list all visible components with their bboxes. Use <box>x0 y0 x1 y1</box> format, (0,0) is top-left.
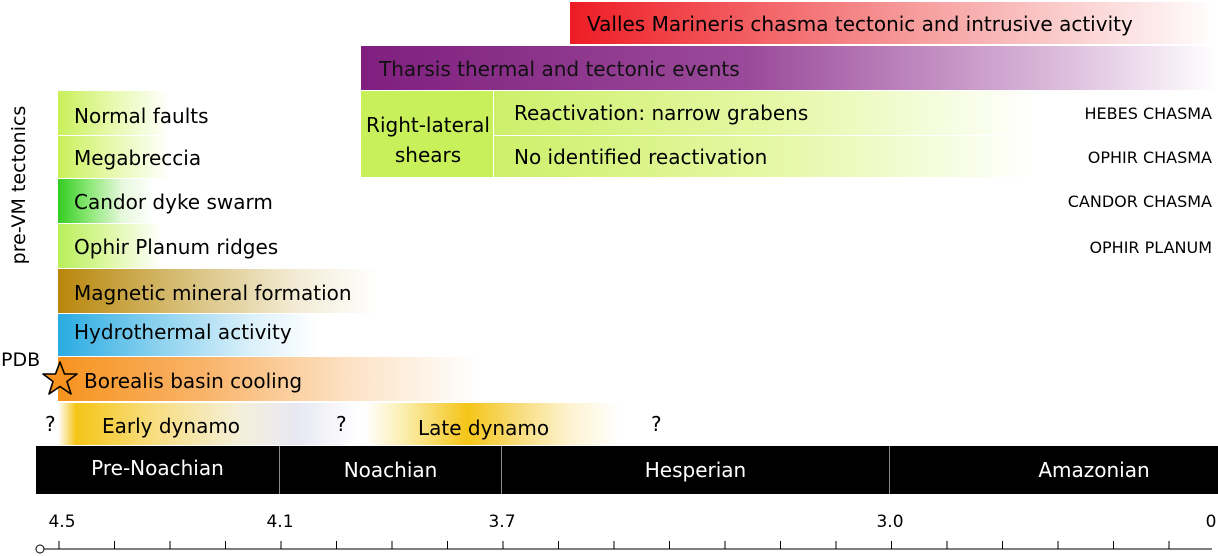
era-separator-1 <box>279 446 280 494</box>
megabreccia-label: Megabreccia <box>74 146 202 170</box>
ophir-ridges-label: Ophir Planum ridges <box>74 235 279 259</box>
tick-label-0: 0 <box>1205 512 1217 532</box>
era-amazonian: Amazonian <box>890 446 1218 494</box>
shears-label: Right-lateral shears <box>366 113 490 167</box>
tick-label-4-1: 4.1 <box>266 512 294 532</box>
shears-block <box>361 91 493 177</box>
early-dynamo-bar <box>58 403 358 445</box>
pre-vm-tectonics-label: pre-VM tectonics <box>8 105 30 265</box>
valles-marineris-label: Valles Marineris chasma tectonic and int… <box>587 12 1133 36</box>
era-hesperian: Hesperian <box>502 446 889 494</box>
axis-ticks <box>58 541 1170 549</box>
late-dynamo-label: Late dynamo <box>418 416 550 440</box>
era-amazonian-label: Amazonian <box>1038 458 1150 482</box>
dynamo-question-2: ? <box>336 412 347 436</box>
reactivation-bar <box>494 91 1218 135</box>
megabreccia-bar <box>58 136 218 178</box>
era-noachian: Noachian <box>280 446 501 494</box>
ophir-chasma-label: OPHIR CHASMA <box>1087 148 1212 167</box>
tharsis-label: Tharsis thermal and tectonic events <box>379 57 740 81</box>
era-separator-3 <box>889 446 890 494</box>
late-dynamo-bar <box>365 403 620 445</box>
era-noachian-label: Noachian <box>343 458 438 482</box>
no-reactivation-label: No identified reactivation <box>514 145 768 169</box>
dynamo-question-1: ? <box>45 412 56 436</box>
borealis-bar <box>58 357 478 401</box>
magnetic-bar <box>58 269 378 313</box>
era-pre-noachian: Pre-Noachian <box>36 446 279 494</box>
candor-dyke-label: Candor dyke swarm <box>74 190 273 214</box>
time-axis <box>35 541 1212 554</box>
ophir-planum-label: OPHIR PLANUM <box>1089 238 1212 257</box>
early-dynamo-label: Early dynamo <box>102 414 241 438</box>
valles-marineris-bar <box>570 2 1218 44</box>
hydrothermal-bar <box>58 314 318 356</box>
borealis-label: Borealis basin cooling <box>84 369 303 393</box>
candor-dyke-bar <box>58 179 218 223</box>
tharsis-bar <box>361 46 1218 90</box>
era-pre-noachian-label: Pre-Noachian <box>91 456 224 480</box>
candor-chasma-label: CANDOR CHASMA <box>1067 192 1212 211</box>
tick-label-3-7: 3.7 <box>488 512 516 532</box>
dynamo-question-3: ? <box>651 412 662 436</box>
hebes-chasma-label: HEBES CHASMA <box>1084 104 1212 123</box>
normal-faults-bar <box>58 91 218 135</box>
tick-label-4-5: 4.5 <box>48 512 76 532</box>
reactivation-divider <box>494 135 1054 136</box>
star-icon <box>42 361 78 395</box>
pdb-label: PDB <box>1 349 41 371</box>
magnetic-label: Magnetic mineral formation <box>74 281 352 305</box>
no-reactivation-bar <box>494 136 1218 177</box>
normal-faults-label: Normal faults <box>74 104 209 128</box>
era-hesperian-label: Hesperian <box>644 458 747 482</box>
tick-label-3-0: 3.0 <box>876 512 904 532</box>
hydrothermal-label: Hydrothermal activity <box>74 320 292 344</box>
ophir-ridges-bar <box>58 224 218 268</box>
axis-origin-marker <box>35 544 45 554</box>
reactivation-label: Reactivation: narrow grabens <box>514 101 809 125</box>
era-separator-2 <box>501 446 502 494</box>
